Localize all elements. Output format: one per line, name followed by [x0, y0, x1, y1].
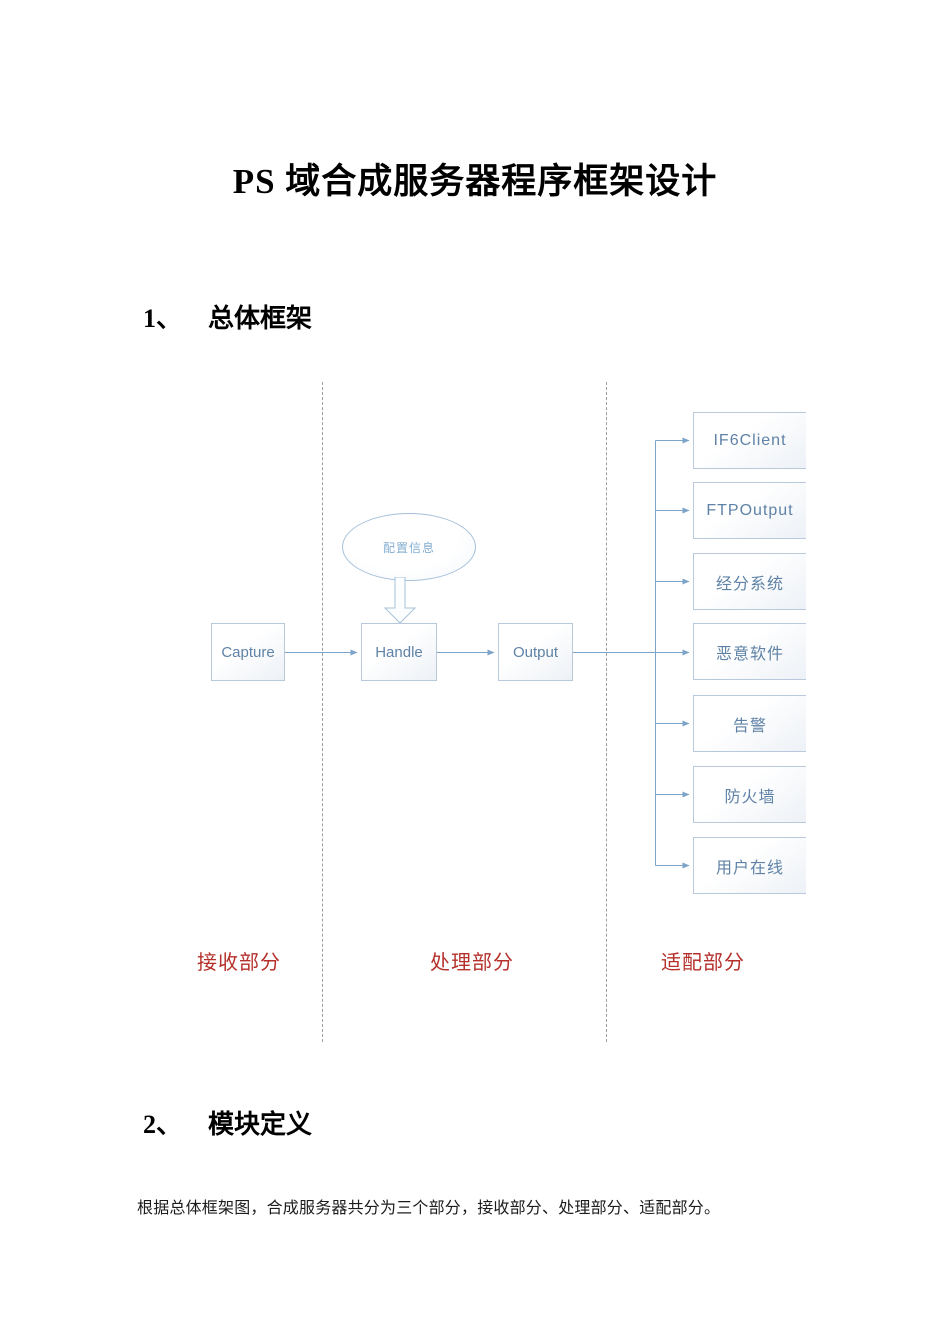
flow-box-label: Output — [512, 643, 559, 661]
adapter-box-label: IF6Client — [713, 431, 787, 449]
adapter-box-label: 告警 — [732, 717, 767, 735]
region-label-process: 处理部分 — [430, 952, 514, 974]
adapter-box-malware: 恶意软件 — [693, 623, 806, 680]
section-number: 2、 — [143, 1110, 183, 1139]
page-title: PS 域合成服务器程序框架设计 — [232, 162, 718, 201]
adapter-box-if6client: IF6Client — [693, 412, 806, 469]
region-label-receive: 接收部分 — [197, 952, 281, 974]
region-divider-line-right — [606, 382, 607, 1042]
adapter-box-alarm: 告警 — [693, 695, 806, 752]
adapter-box-ftpoutput: FTPOutput — [693, 482, 806, 539]
section-number: 1、 — [143, 304, 183, 333]
flow-box-label: Capture — [221, 643, 275, 661]
adapter-box-label: 防火墙 — [724, 788, 776, 806]
section-heading-2: 2、模块定义 — [143, 1104, 312, 1141]
adapter-box-jingfen-system: 经分系统 — [693, 553, 806, 610]
adapter-box-user-online: 用户在线 — [693, 837, 806, 894]
section-heading-1: 1、总体框架 — [143, 298, 312, 335]
region-divider-line-left — [322, 382, 323, 1042]
flow-box-handle: Handle — [361, 623, 437, 681]
adapter-box-label: FTPOutput — [706, 501, 794, 519]
config-info-label: 配置信息 — [382, 540, 435, 555]
flow-box-capture: Capture — [211, 623, 285, 681]
config-info-ellipse: 配置信息 — [342, 513, 476, 581]
block-arrow-down-icon — [383, 577, 417, 624]
adapter-box-firewall: 防火墙 — [693, 766, 806, 823]
adapter-box-label: 恶意软件 — [715, 645, 784, 663]
flow-box-label: Handle — [375, 643, 423, 661]
section-heading-text: 模块定义 — [208, 1110, 313, 1139]
body-paragraph: 根据总体框架图，合成服务器共分为三个部分，接收部分、处理部分、适配部分。 — [137, 1200, 721, 1217]
region-label-adapt: 适配部分 — [661, 952, 745, 974]
flow-box-output: Output — [498, 623, 573, 681]
adapter-box-label: 用户在线 — [715, 859, 784, 877]
adapter-box-label: 经分系统 — [715, 575, 784, 593]
section-heading-text: 总体框架 — [208, 304, 313, 333]
